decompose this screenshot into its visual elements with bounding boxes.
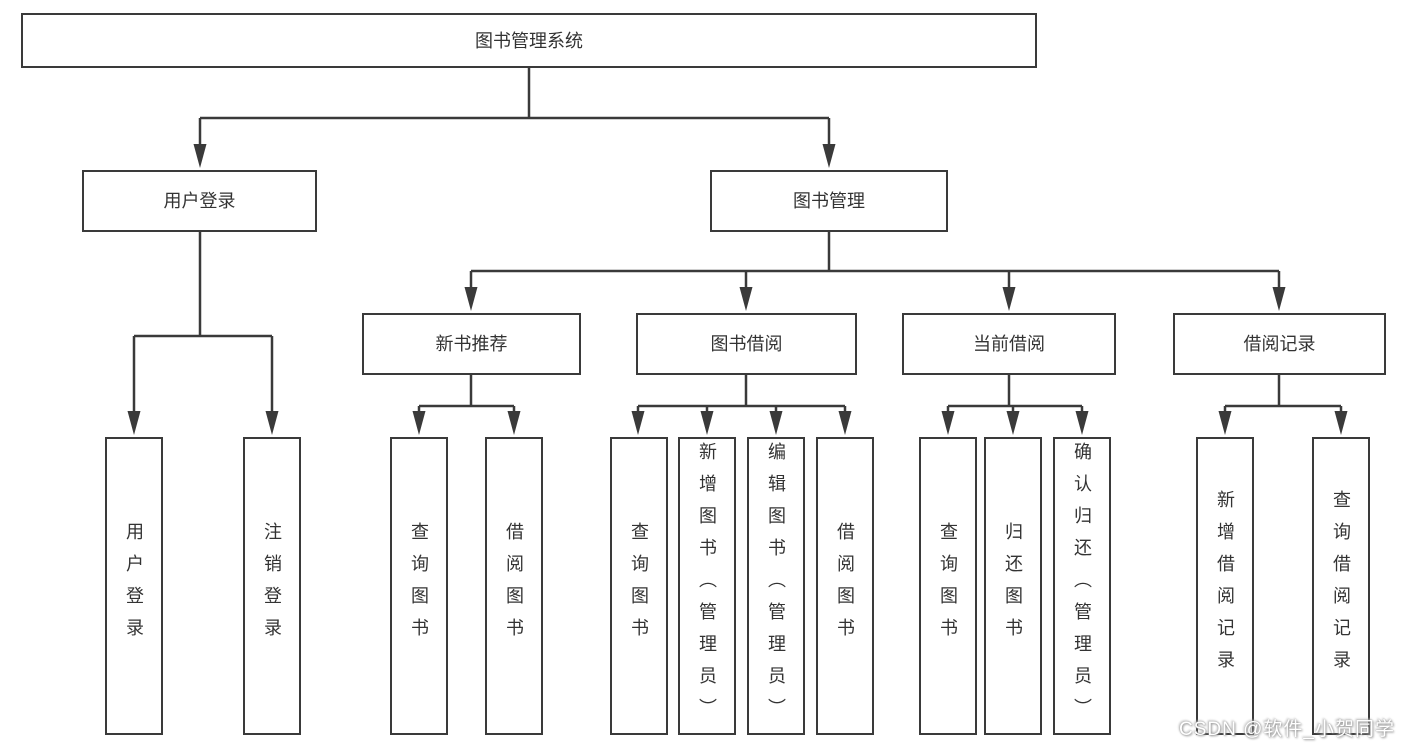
node-user-login: 用户登录 (82, 170, 317, 232)
node-book-management: 图书管理 (710, 170, 948, 232)
leaf-query-books-current: 查询图书 (919, 437, 977, 735)
leaf-logout: 注销登录 (243, 437, 301, 735)
leaf-edit-books-admin: 编辑图书（管理员） (747, 437, 805, 735)
leaf-borrow-books-recommend: 借阅图书 (485, 437, 543, 735)
node-current-borrow: 当前借阅 (902, 313, 1116, 375)
leaf-confirm-return-admin: 确认归还（管理员） (1053, 437, 1111, 735)
leaf-return-books: 归还图书 (984, 437, 1042, 735)
leaf-add-books-admin: 新增图书（管理员） (678, 437, 736, 735)
arrowhead-icons (127, 144, 1348, 435)
leaf-query-books-borrow: 查询图书 (610, 437, 668, 735)
node-book-borrow: 图书借阅 (636, 313, 857, 375)
leaf-borrow-books: 借阅图书 (816, 437, 874, 735)
node-borrow-records: 借阅记录 (1173, 313, 1386, 375)
leaf-add-borrow-record: 新增借阅记录 (1196, 437, 1254, 735)
leaf-user-login: 用户登录 (105, 437, 163, 735)
node-root-system: 图书管理系统 (21, 13, 1037, 68)
node-new-book-recommend: 新书推荐 (362, 313, 581, 375)
leaf-query-books-recommend: 查询图书 (390, 437, 448, 735)
leaf-query-borrow-record: 查询借阅记录 (1312, 437, 1370, 735)
